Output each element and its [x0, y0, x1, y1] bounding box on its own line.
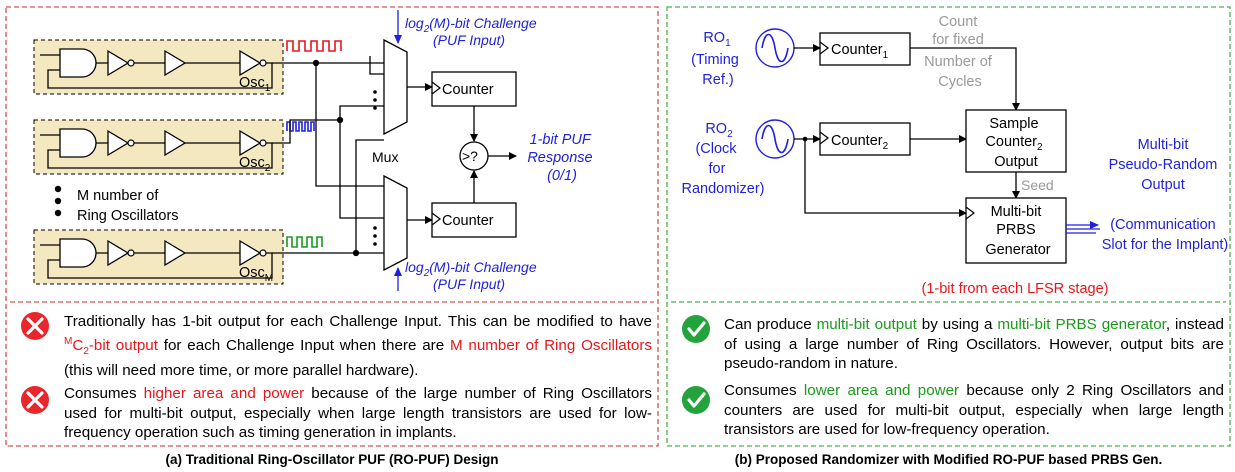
cross-icon: [21, 312, 49, 340]
panel-a-note-2: Consumes higher area and power because o…: [64, 385, 652, 441]
caption-b: (b) Proposed Randomizer with Modified RO…: [734, 452, 1163, 467]
count-note: Count for fixed Number of Cycles: [924, 14, 996, 90]
svg-text:Counter: Counter: [442, 213, 494, 229]
panel-b-note-2: Consumes lower area and power because on…: [724, 382, 1224, 438]
puf-response-label: 1-bit PUF Response (0/1): [527, 132, 596, 184]
routing-wires: [272, 56, 384, 257]
svg-text:Counter: Counter: [442, 82, 494, 98]
lfsr-note: (1-bit from each LFSR stage): [922, 281, 1109, 297]
multi-bit-output-label: Multi-bit Pseudo-Random Output (Communic…: [1102, 137, 1229, 253]
dots-osc: [54, 185, 62, 193]
counter-top: [431, 71, 517, 107]
waveform-red: [286, 40, 342, 52]
mux-top: [383, 38, 408, 136]
svg-text:Multi-bit PRBS Generat: Multi-bit PRBS Generator: [985, 204, 1050, 258]
waveform-blue: [286, 121, 315, 132]
panel-b-note-1: Can produce multi-bit output by using a …: [724, 316, 1224, 372]
sine-source-icon: [755, 28, 795, 68]
sample-box: [965, 109, 1067, 173]
mux-bottom: [383, 174, 408, 272]
challenge-bottom-label: log2(M)-bit Challenge: [405, 259, 537, 279]
counter-1: [819, 32, 911, 66]
ring-oscillator-m: OscM: [33, 229, 284, 285]
challenge-top-label-2: (PUF Input): [433, 32, 505, 48]
m-number-label: M number of Ring Oscillators: [77, 188, 179, 224]
counter-2: [819, 122, 911, 156]
caption-a: (a) Traditional Ring-Oscillator PUF (RO-…: [165, 452, 499, 467]
challenge-bottom-label-2: (PUF Input): [433, 276, 505, 292]
seed-label: Seed: [1021, 177, 1054, 193]
panel-a-note-1: Traditionally has 1-bit output for each …: [64, 313, 652, 380]
osc-m-label: OscM: [239, 265, 273, 284]
check-icon: [682, 315, 710, 343]
challenge-top-label: log2(M)-bit Challenge: [405, 15, 537, 35]
prbs-generator: [965, 197, 1067, 264]
waveform-green: [286, 236, 323, 248]
osc-2-label: Osc2: [239, 155, 271, 174]
ring-oscillator-2: Osc2: [33, 119, 284, 175]
svg-text:>?: >?: [462, 148, 478, 164]
ro1-label: RO1 (Timing Ref.): [691, 30, 743, 88]
svg-text:Counter1: Counter1: [831, 42, 889, 61]
osc-1-label: Osc1: [239, 75, 271, 94]
ro2-label: RO2 (Clock for Randomizer): [682, 121, 765, 197]
panel-b-border: [666, 6, 1231, 447]
mux-label: Mux: [372, 149, 398, 165]
ring-oscillator-1: Osc1: [33, 39, 284, 95]
check-icon: [682, 386, 710, 414]
svg-text:Sample Counter2 Output: Sample Counter2 Output: [985, 116, 1046, 170]
sine-source-icon: [755, 119, 795, 159]
counter-bottom: [431, 202, 517, 238]
svg-text:Counter2: Counter2: [831, 133, 889, 152]
cross-icon: [21, 386, 49, 414]
panel-a-border: [5, 6, 659, 447]
